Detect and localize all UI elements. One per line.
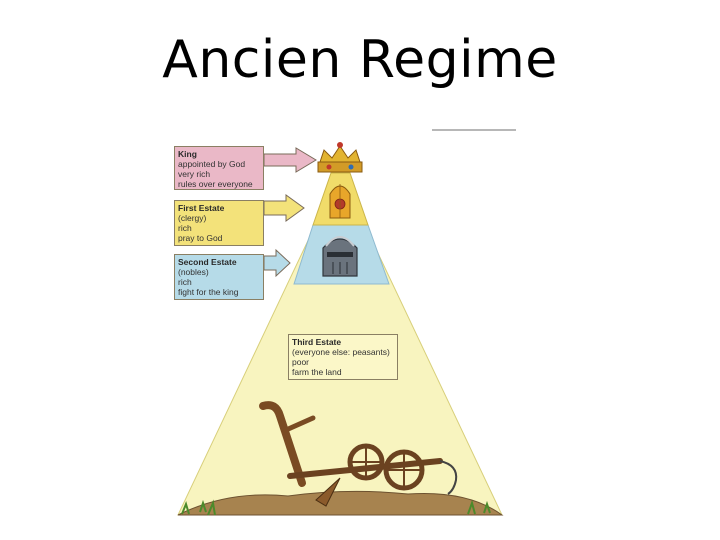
social-pyramid-figure: King appointed by God very rich rules ov… [168, 128, 518, 540]
label-first-estate-line-2: rich [178, 223, 260, 233]
label-second-estate-line-1: (nobles) [178, 267, 260, 277]
knight-helmet-icon [323, 237, 357, 276]
crown-icon [318, 142, 362, 172]
arrow-second-estate [264, 250, 290, 276]
label-third-estate-line-3: farm the land [292, 367, 394, 377]
arrow-king [264, 148, 316, 172]
label-king-line-1: appointed by God [178, 159, 260, 169]
label-first-estate-line-3: pray to God [178, 233, 260, 243]
label-second-estate-heading: Second Estate [178, 257, 260, 267]
slide-title: Ancien Regime [0, 30, 720, 90]
label-first-estate-line-1: (clergy) [178, 213, 260, 223]
label-first-estate-heading: First Estate [178, 203, 260, 213]
label-king-line-2: very rich [178, 169, 260, 179]
label-box-king: King appointed by God very rich rules ov… [174, 146, 264, 190]
label-third-estate-heading: Third Estate [292, 337, 394, 347]
label-king-line-3: rules over everyone [178, 179, 260, 189]
label-second-estate-line-2: rich [178, 277, 260, 287]
label-third-estate-line-2: poor [292, 357, 394, 367]
label-king-heading: King [178, 149, 260, 159]
label-box-first-estate: First Estate (clergy) rich pray to God [174, 200, 264, 246]
label-box-third-estate: Third Estate (everyone else: peasants) p… [288, 334, 398, 380]
label-second-estate-line-3: fight for the king [178, 287, 260, 297]
arrow-first-estate [264, 195, 304, 221]
label-third-estate-line-1: (everyone else: peasants) [292, 347, 394, 357]
scan-edge-line [432, 129, 516, 131]
label-box-second-estate: Second Estate (nobles) rich fight for th… [174, 254, 264, 300]
